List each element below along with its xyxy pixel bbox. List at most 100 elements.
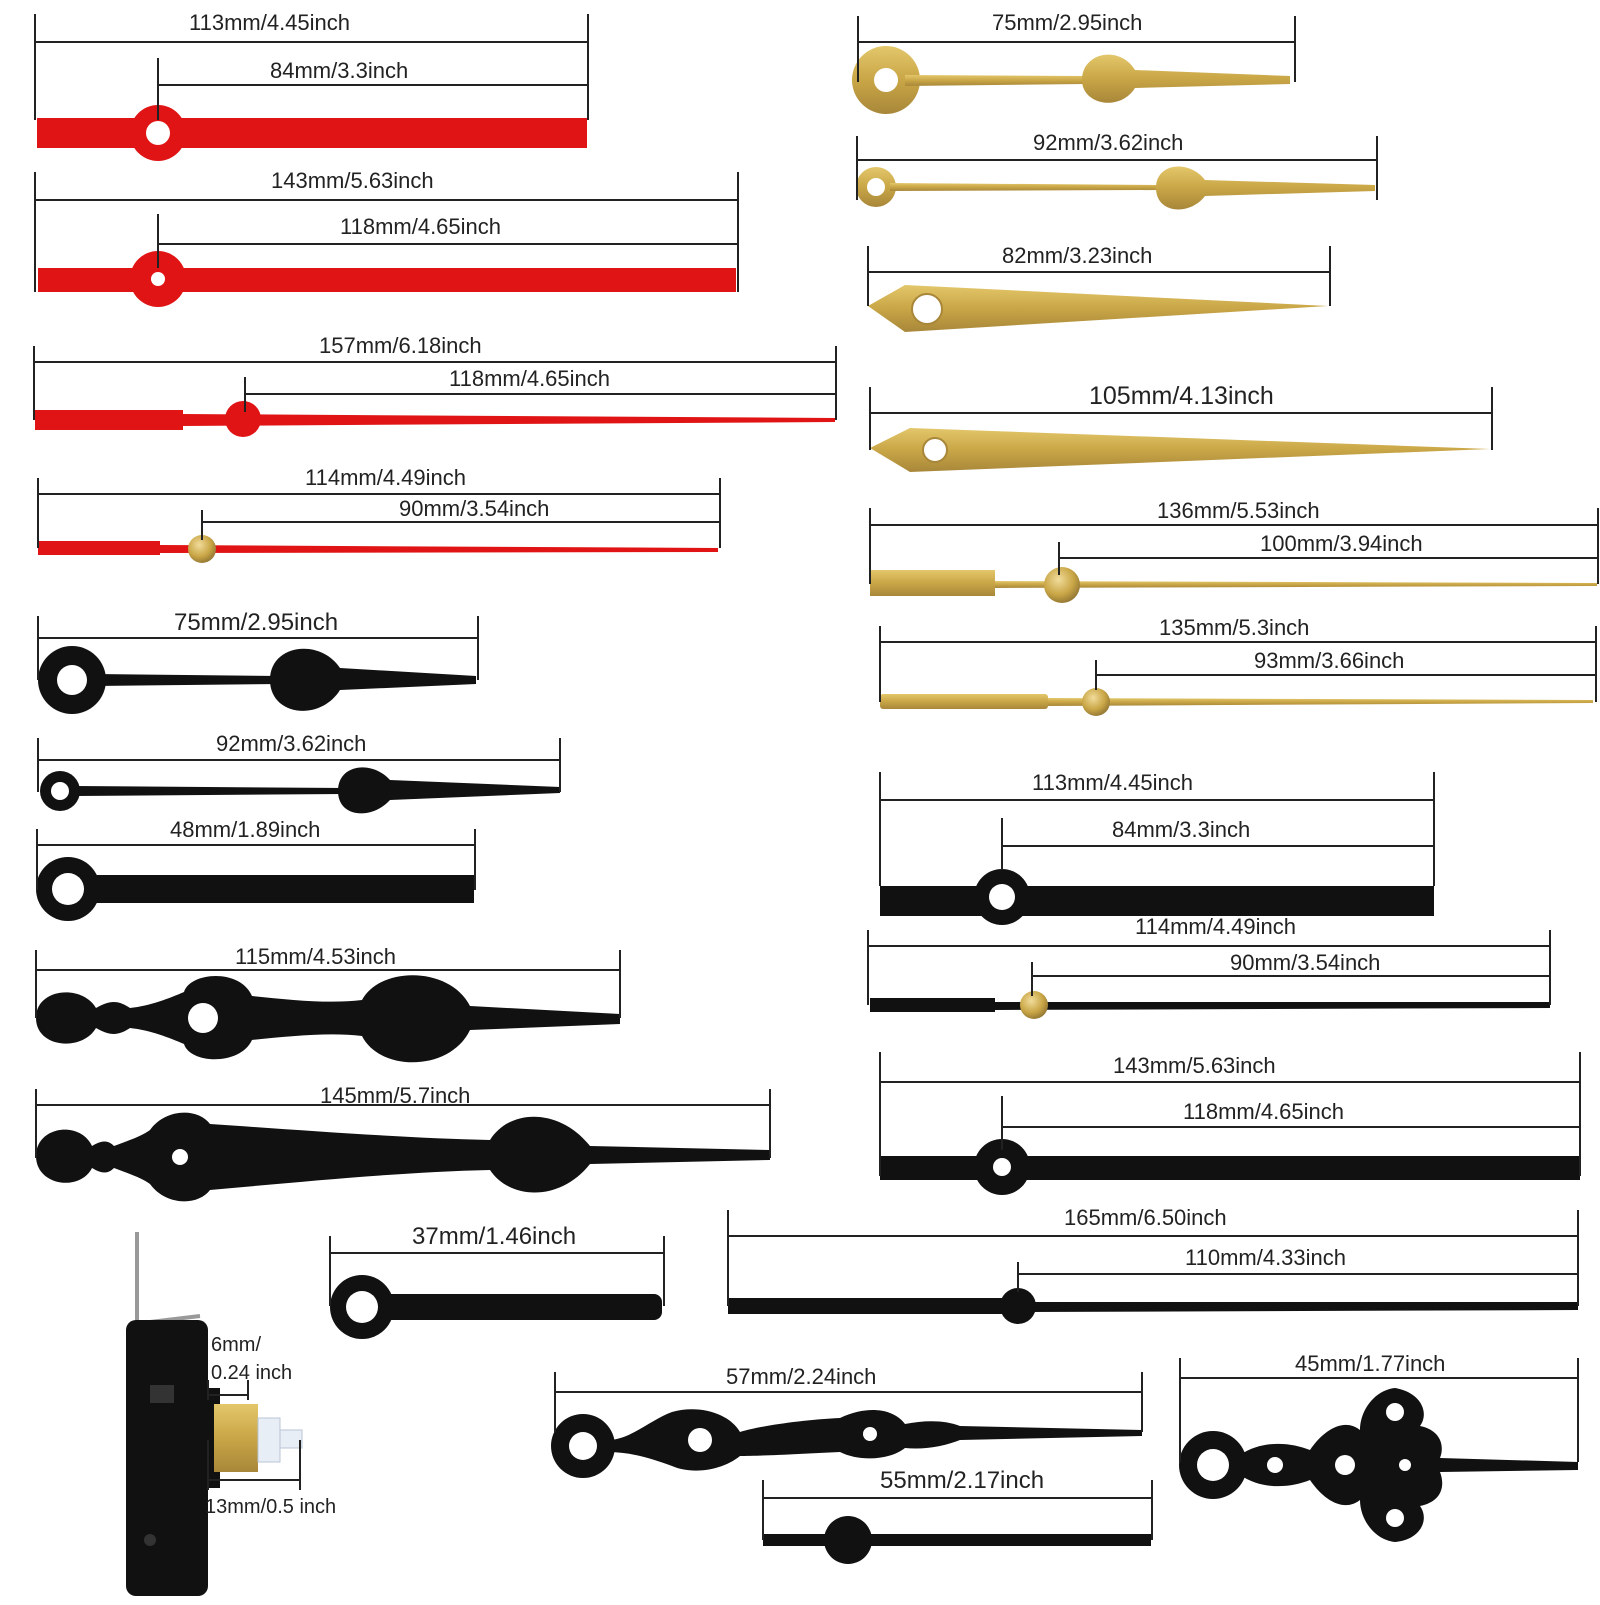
movement-shaft-length-label: 13mm/0.5 inch	[205, 1496, 337, 1518]
black-hand-10-pointer	[1024, 1302, 1578, 1312]
black-hand-2-spade	[338, 767, 560, 814]
black-hand-8	[880, 1139, 1580, 1195]
black-hand-13-hub	[824, 1516, 872, 1564]
dimension-black-12-total	[1179, 1358, 1579, 1462]
black-hand-6-short-label: 84mm/3.3inch	[1112, 817, 1251, 842]
movement-switch	[150, 1385, 174, 1403]
red-hand-3-total-label: 157mm/6.18inch	[319, 333, 482, 358]
clock-movement	[126, 1232, 303, 1596]
dimension-movement-diameter	[207, 1380, 249, 1400]
black-hand-12-hole-d	[1386, 1509, 1404, 1527]
black-hand-11-hole	[569, 1432, 597, 1460]
black-hand-8-hole	[993, 1158, 1011, 1176]
black-hand-13	[763, 1516, 1151, 1564]
dimension-black-11-total	[554, 1372, 1143, 1432]
red-hand-4-short-label: 90mm/3.54inch	[399, 496, 550, 521]
dimension-gold-6-short	[1095, 660, 1597, 690]
dimension-movement-length	[207, 1440, 301, 1490]
black-hand-3-total-label: 48mm/1.89inch	[170, 817, 321, 842]
black-hand-12-hole-c	[1386, 1403, 1404, 1421]
black-hand-11-total-label: 57mm/2.24inch	[726, 1364, 877, 1389]
black-hand-4-ornate	[36, 975, 620, 1063]
red-hand-3-pointer	[183, 414, 835, 426]
dimension-gold-2-total	[856, 136, 1378, 200]
black-hand-3-body	[70, 875, 474, 903]
red-hand-1-hole	[146, 121, 170, 145]
gold-hand-4-body	[870, 428, 1490, 472]
gold-hand-1-total-label: 75mm/2.95inch	[992, 10, 1143, 35]
gold-hand-6-pointer	[1048, 698, 1593, 706]
dimension-lines	[33, 14, 1599, 1540]
black-hand-8-short-label: 118mm/4.65inch	[1183, 1099, 1345, 1124]
black-hand-6	[880, 869, 1434, 925]
black-hand-13-total-label: 55mm/2.17inch	[880, 1467, 1045, 1494]
dimension-red-2-short	[157, 214, 739, 268]
black-hand-12-hole-a	[1267, 1457, 1283, 1473]
dimension-black-1-total	[37, 616, 479, 680]
black-hand-9-total-label: 37mm/1.46inch	[412, 1223, 577, 1250]
dimension-red-3-short	[244, 377, 837, 412]
dimension-black-7-short	[1031, 962, 1551, 996]
gold-hand-4-hole	[922, 437, 948, 463]
gold-hand-3	[868, 285, 1328, 332]
black-hand-7	[870, 991, 1550, 1019]
dimension-black-13-total	[762, 1480, 1153, 1540]
dimension-gold-5-short	[1058, 542, 1599, 575]
gold-hand-2-total-label: 92mm/3.62inch	[1033, 130, 1184, 155]
red-hand-1-total-label: 113mm/4.45inch	[189, 10, 351, 35]
dimension-black-3-total	[36, 829, 476, 890]
red-hand-2-short-label: 118mm/4.65inch	[340, 214, 502, 239]
black-hand-9-hole	[346, 1291, 378, 1323]
dimension-gold-1-total	[857, 16, 1296, 82]
gold-hand-4-total-label: 105mm/4.13inch	[1089, 382, 1274, 410]
gold-hand-6-short-label: 93mm/3.66inch	[1254, 648, 1405, 673]
black-hand-2-stem	[75, 786, 345, 796]
red-hand-4-total-label: 114mm/4.49inch	[305, 465, 467, 490]
black-hand-5-ornate	[36, 1112, 770, 1202]
black-hand-2-total-label: 92mm/3.62inch	[216, 731, 367, 756]
black-hand-12-hole-b	[1335, 1455, 1355, 1475]
movement-screw	[144, 1534, 156, 1546]
black-hand-8-total-label: 143mm/5.63inch	[1113, 1053, 1276, 1078]
red-hand-4-cap	[188, 535, 216, 563]
red-hand-1-body	[37, 118, 587, 148]
black-hand-11	[551, 1409, 1142, 1478]
black-hand-1	[38, 646, 476, 714]
dimension-black-2-total	[37, 738, 561, 792]
dimension-gold-3-total	[867, 246, 1331, 306]
gold-hand-6-cap	[1082, 688, 1110, 716]
gold-hand-1-stem	[905, 75, 1085, 86]
movement-body	[126, 1320, 208, 1596]
gold-hand-6-counterweight	[880, 694, 1048, 709]
black-hand-9	[330, 1275, 662, 1339]
black-hand-4	[36, 975, 620, 1063]
dimension-black-5-total	[35, 1089, 771, 1158]
movement-threaded-shaft	[214, 1404, 258, 1472]
black-hand-10	[728, 1288, 1578, 1324]
gold-hand-2-hole	[867, 178, 885, 196]
gold-hand-3-hole	[911, 293, 943, 325]
black-hand-4-total-label: 115mm/4.53inch	[235, 944, 397, 969]
red-hand-3-counterweight	[35, 410, 183, 430]
black-hand-12	[1179, 1388, 1578, 1542]
gold-hand-2-stem	[890, 183, 1160, 191]
gold-hand-1	[852, 46, 1290, 114]
red-hand-4	[38, 535, 718, 563]
black-hand-9-body	[360, 1294, 662, 1320]
dimension-black-4-total	[35, 950, 621, 1018]
black-hand-5-hole	[172, 1149, 188, 1165]
black-hand-4-hole	[188, 1003, 218, 1033]
red-hand-2-total-label: 143mm/5.63inch	[271, 168, 434, 193]
dimension-black-7-total	[867, 930, 1551, 1005]
red-hand-2-hole	[151, 272, 165, 286]
black-hand-5	[36, 1112, 770, 1202]
gold-hand-5-short-label: 100mm/3.94inch	[1260, 531, 1423, 556]
black-hand-1-spade	[270, 648, 476, 711]
gold-hand-3-body	[868, 285, 1328, 332]
dimension-black-6-short	[1001, 818, 1435, 870]
gold-hand-2	[856, 166, 1375, 210]
black-hand-11-scroll-hole-2	[863, 1427, 877, 1441]
dimension-red-4-short	[201, 510, 721, 540]
black-hand-2-hole	[51, 782, 69, 800]
